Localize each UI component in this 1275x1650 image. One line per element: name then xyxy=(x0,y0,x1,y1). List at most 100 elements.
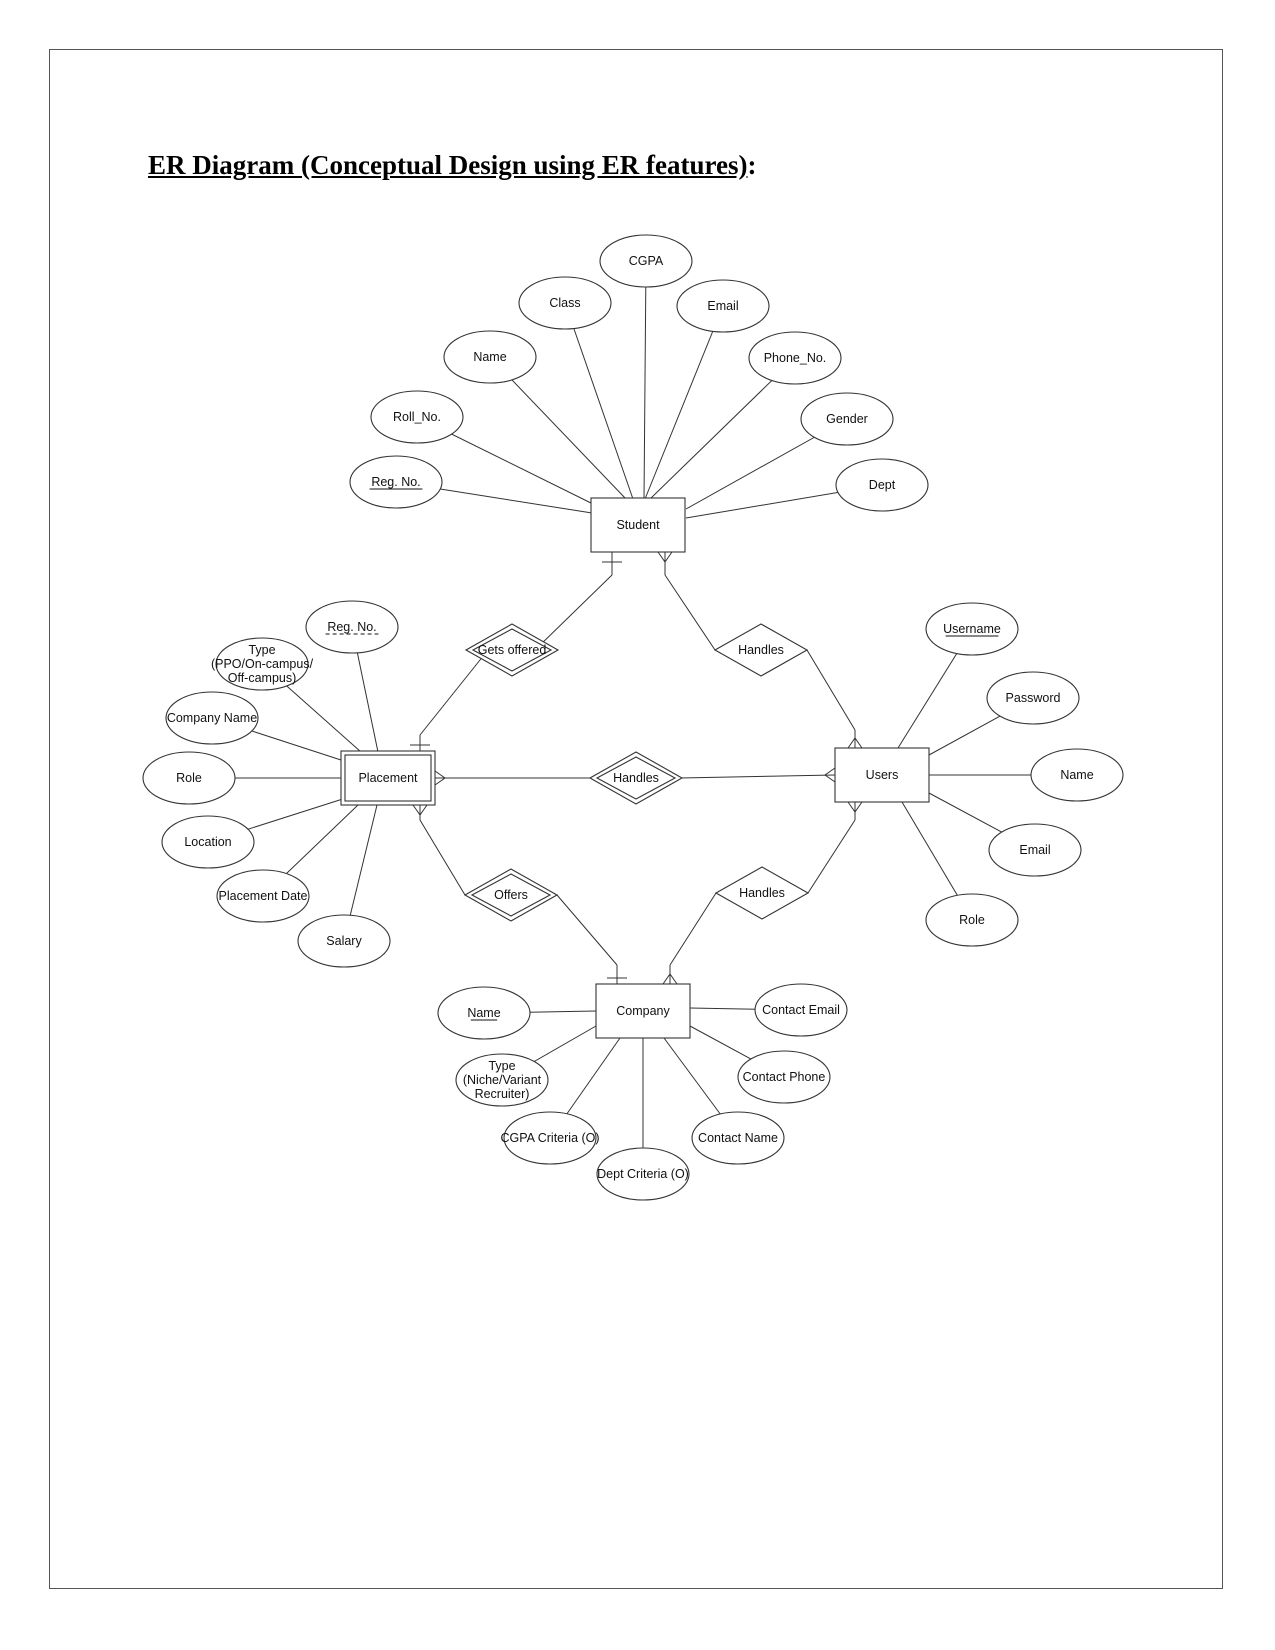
attr-placement-placement-date-label: Placement Date xyxy=(219,889,308,903)
entity-users-label: Users xyxy=(866,768,899,782)
attr-company-contact-phone xyxy=(737,1050,831,1104)
page-title-suffix: : xyxy=(747,150,757,180)
attr-company-name-label: Name xyxy=(467,1006,500,1020)
link-student-cgpa xyxy=(643,260,647,500)
page-title: ER Diagram (Conceptual Design using ER f… xyxy=(148,150,757,181)
connector-handles-users-low-diag xyxy=(807,819,856,894)
relationship-gets-offered-inner xyxy=(471,628,553,672)
link-student-name xyxy=(489,356,627,500)
entity-users xyxy=(834,747,930,803)
attr-placement-location xyxy=(161,815,255,869)
attr-company-dept-criteria-o xyxy=(596,1147,690,1201)
attr-placement-company-name xyxy=(165,691,259,745)
attr-users-name-label: Name xyxy=(1060,768,1093,782)
attr-placement-role xyxy=(142,751,236,805)
attr-student-cgpa xyxy=(599,234,693,288)
attr-placement-salary-label: Salary xyxy=(326,934,362,948)
attr-company-cgpa-criteria-o-label: CGPA Criteria (O) xyxy=(500,1131,599,1145)
link-student-class xyxy=(564,302,634,500)
attr-placement-salary xyxy=(297,914,391,968)
attr-student-phone-no xyxy=(748,331,842,385)
connector-offers-company-diag xyxy=(556,894,618,966)
attr-users-role xyxy=(925,893,1019,947)
attr-student-cgpa-label: CGPA xyxy=(629,254,664,268)
entity-placement-label: Placement xyxy=(358,771,418,785)
relationship-handles-placement-label: Handles xyxy=(613,771,659,785)
attr-student-email-label: Email xyxy=(707,299,738,313)
attr-student-dept-label: Dept xyxy=(869,478,896,492)
attr-student-reg-no xyxy=(349,455,443,509)
attr-company-type-niche-variant-recruiter-label-line-2: (Niche/Variant xyxy=(463,1073,542,1087)
attr-company-type-niche-variant-recruiter xyxy=(455,1053,549,1107)
attr-company-contact-email-label: Contact Email xyxy=(762,1003,840,1017)
attr-student-dept xyxy=(835,458,929,512)
entity-placement-inner xyxy=(344,754,432,802)
attr-company-type-niche-variant-recruiter-label-line-1: Type xyxy=(488,1059,515,1073)
relationship-handles-company xyxy=(714,866,810,920)
attr-student-name xyxy=(443,330,537,384)
crowsfoot-placement-right xyxy=(434,770,446,786)
relationship-offers-label: Offers xyxy=(494,888,528,902)
crowsfoot-users-left xyxy=(824,767,836,783)
crowsfoot-placement-bottom xyxy=(412,804,428,816)
attr-users-email xyxy=(988,823,1082,877)
attr-student-gender-label: Gender xyxy=(826,412,868,426)
attr-users-password-label: Password xyxy=(1006,691,1061,705)
attr-placement-type-ppo-on-campus-off-campus xyxy=(215,637,309,691)
entity-company-label: Company xyxy=(616,1004,670,1018)
attr-users-username-label: Username xyxy=(943,622,1001,636)
attr-placement-type-ppo-on-campus-off-campus-label-line-2: (PPO/On-campus/ xyxy=(211,657,314,671)
relationship-gets-offered-label: Gets offered xyxy=(478,643,547,657)
attr-company-contact-phone-label: Contact Phone xyxy=(743,1070,826,1084)
attr-student-gender xyxy=(800,392,894,446)
attr-users-username xyxy=(925,602,1019,656)
attr-student-phone-no-label: Phone_No. xyxy=(764,351,827,365)
attr-student-name-label: Name xyxy=(473,350,506,364)
entity-student xyxy=(590,497,686,553)
attr-student-class xyxy=(518,276,612,330)
attr-student-class-label: Class xyxy=(549,296,580,310)
relationship-handles-placement-inner xyxy=(595,756,677,800)
attr-placement-placement-date xyxy=(216,869,310,923)
attr-company-contact-name-label: Contact Name xyxy=(698,1131,778,1145)
connector-company-handles-diag xyxy=(669,892,717,966)
crowsfoot-company-top xyxy=(662,973,678,985)
crowsfoot-student-right xyxy=(657,551,673,563)
attr-placement-location-label: Location xyxy=(184,835,231,849)
page-title-text: ER Diagram (Conceptual Design using ER f… xyxy=(148,150,748,180)
attr-company-contact-email xyxy=(754,983,848,1037)
connector-student-gets-offered-diag xyxy=(534,574,613,651)
attr-users-name xyxy=(1030,748,1124,802)
crowsfoot-users-bottom xyxy=(847,801,863,813)
attr-users-role-label: Role xyxy=(959,913,985,927)
relationship-handles-student-label: Handles xyxy=(738,643,784,657)
connector-gets-offered-placement-diag xyxy=(419,649,489,736)
connector-student-handles-diag xyxy=(664,574,716,651)
connector-placement-offers-diag xyxy=(419,819,466,896)
attr-company-contact-name xyxy=(691,1111,785,1165)
attr-company-cgpa-criteria-o xyxy=(503,1111,597,1165)
connector-handles-users-mid xyxy=(679,774,836,779)
entity-company xyxy=(595,983,691,1039)
attr-student-email xyxy=(676,279,770,333)
attr-placement-reg-no xyxy=(305,600,399,654)
attr-student-roll-no xyxy=(370,390,464,444)
attr-placement-reg-no-label: Reg. No. xyxy=(327,620,376,634)
attr-users-password xyxy=(986,671,1080,725)
relationship-handles-company-label: Handles xyxy=(739,886,785,900)
attr-company-dept-criteria-o-label: Dept Criteria (O) xyxy=(597,1167,689,1181)
attr-placement-company-name-label: Company Name xyxy=(167,711,257,725)
attr-company-type-niche-variant-recruiter-label-line-3: Recruiter) xyxy=(475,1087,530,1101)
relationship-handles-student xyxy=(713,623,809,677)
connector-handles-users-diag xyxy=(806,649,856,731)
link-student-email xyxy=(644,305,724,500)
attr-placement-role-label: Role xyxy=(176,771,202,785)
attr-users-email-label: Email xyxy=(1019,843,1050,857)
page-border xyxy=(49,49,1223,1589)
crowsfoot-users-top xyxy=(847,737,863,749)
attr-placement-type-ppo-on-campus-off-campus-label-line-1: Type xyxy=(248,643,275,657)
entity-student-label: Student xyxy=(616,518,660,532)
relationship-offers-inner xyxy=(470,873,552,917)
attr-company-name xyxy=(437,986,531,1040)
